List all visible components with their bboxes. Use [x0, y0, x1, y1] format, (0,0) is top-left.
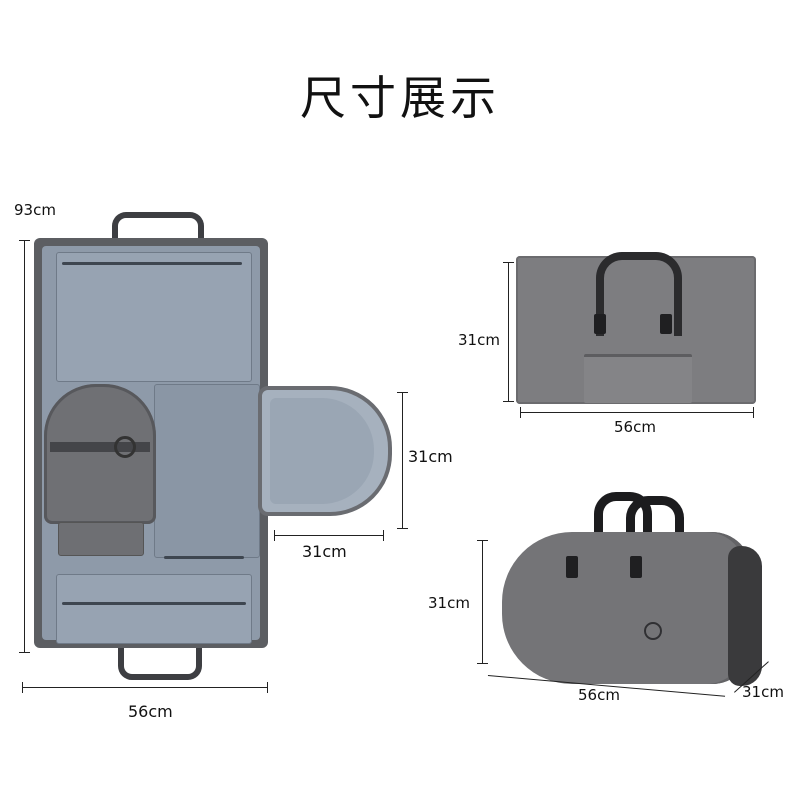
toiletry-pouch: [44, 384, 156, 524]
top-right-width-cap-left: [520, 407, 521, 418]
bottom-handle: [118, 648, 202, 680]
left-width-cap-left: [22, 682, 23, 693]
upper-zip-pocket: [56, 252, 252, 382]
middle-panel-zipper: [164, 556, 244, 559]
duffel-handle-right: [626, 496, 684, 565]
top-right-height-cap-bottom: [503, 401, 514, 402]
small-gray-pocket: [58, 522, 144, 556]
top-right-height-label: 31cm: [458, 331, 500, 349]
duffel-length-label: 56cm: [578, 686, 620, 704]
left-height-dimension-line: [24, 240, 25, 653]
lower-zip-pocket: [56, 574, 252, 644]
flap-width-cap-left: [274, 530, 275, 541]
folded-bag-handle: [596, 252, 682, 336]
folded-bag-body: [516, 256, 756, 404]
page-title: 尺寸展示: [300, 71, 500, 125]
flap-height-cap-top: [397, 392, 408, 393]
toiletry-band: [50, 442, 150, 452]
duffel-body: [502, 532, 752, 684]
left-width-cap-right: [267, 682, 268, 693]
lock-icon: [644, 622, 662, 640]
top-handle: [112, 212, 204, 254]
top-right-height-dimension-line: [508, 262, 509, 402]
left-height-label: 93cm: [14, 201, 56, 219]
top-right-width-label: 56cm: [614, 418, 656, 436]
d-ring-icon: [114, 436, 136, 458]
top-right-width-cap-right: [753, 407, 754, 418]
left-width-label: 56cm: [128, 702, 173, 721]
duffel-height-label: 31cm: [428, 594, 470, 612]
flap-width-dimension-line: [274, 535, 384, 536]
duffel-tab-left: [566, 556, 578, 578]
flap-height-cap-bottom: [397, 528, 408, 529]
lower-pocket-zipper: [62, 602, 246, 605]
side-flap-pocket: [258, 386, 392, 516]
handle-tab-right: [660, 314, 672, 334]
duffel-height-cap-top: [477, 540, 488, 541]
left-width-dimension-line: [22, 687, 268, 688]
flap-height-label: 31cm: [408, 447, 453, 466]
flap-width-label: 31cm: [302, 542, 347, 561]
duffel-height-cap-bottom: [477, 663, 488, 664]
left-height-cap-top: [19, 240, 30, 241]
upper-pocket-zipper: [62, 262, 242, 265]
duffel-depth-label: 31cm: [742, 683, 784, 701]
flap-width-cap-right: [383, 530, 384, 541]
side-flap-mesh: [270, 398, 374, 504]
left-height-cap-bottom: [19, 652, 30, 653]
duffel-handle-left: [594, 492, 652, 561]
duffel-end-panel: [728, 546, 762, 686]
top-right-width-dimension-line: [520, 412, 754, 413]
flap-height-dimension-line: [402, 392, 403, 529]
top-right-height-cap-top: [503, 262, 514, 263]
handle-tab-left: [594, 314, 606, 334]
middle-panel: [154, 384, 260, 558]
duffel-height-dimension-line: [482, 540, 483, 664]
duffel-tab-right: [630, 556, 642, 578]
front-slip-pocket: [584, 354, 692, 403]
